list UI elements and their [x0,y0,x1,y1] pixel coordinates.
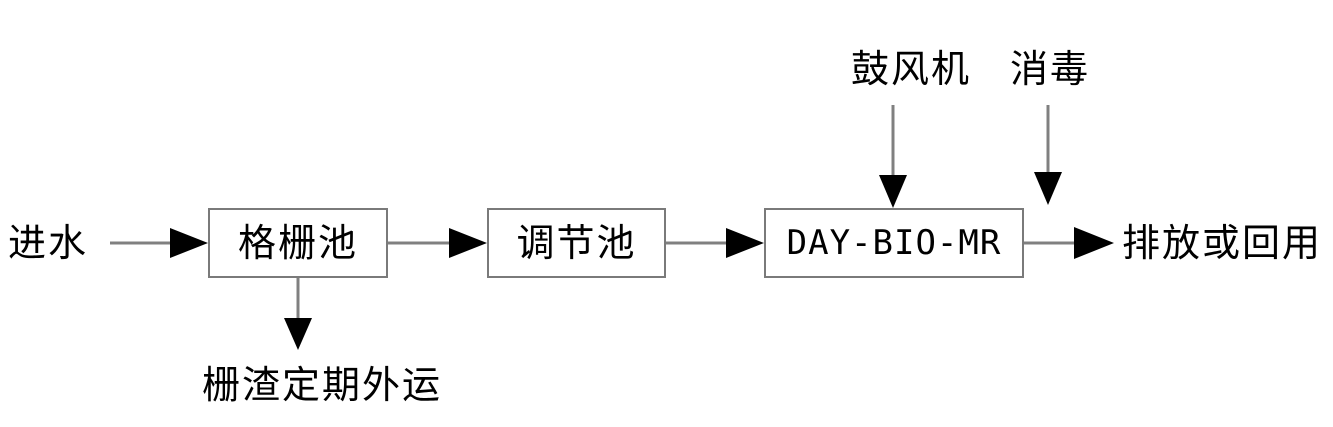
label-blower: 鼓风机 [850,47,972,91]
label-effluent: 排放或回用 [1122,221,1323,265]
connector-blower-to-daybiomr [879,105,907,208]
label-disinfection: 消毒 [1009,47,1091,91]
label-screen-residue: 栅渣定期外运 [201,363,443,407]
node-grating-tank[interactable]: 格栅池 [208,208,388,278]
node-grating-tank-label: 格栅池 [237,221,358,265]
connector-influent-to-grating [110,228,208,258]
node-day-bio-mr[interactable]: DAY-BIO-MR [764,208,1024,278]
connector-disinfection-to-outlet [1034,105,1062,205]
connector-regulating-to-daybiomr [666,228,764,258]
node-regulating-tank-label: 调节池 [516,221,637,265]
connector-grating-to-screen-residue [284,278,312,350]
connector-daybiomr-to-effluent [1024,227,1114,259]
node-regulating-tank[interactable]: 调节池 [487,208,666,278]
label-influent: 进水 [8,221,89,265]
node-day-bio-mr-label: DAY-BIO-MR [786,223,1002,263]
connector-grating-to-regulating [388,228,487,258]
